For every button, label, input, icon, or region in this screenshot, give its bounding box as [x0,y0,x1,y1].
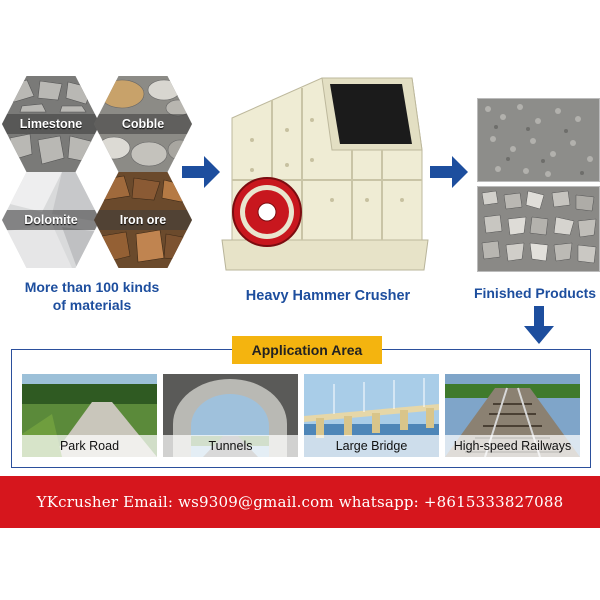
machine-caption: Heavy Hammer Crusher [245,288,411,304]
materials-caption-line2: of materials [52,297,132,313]
application-label: Park Road [22,435,157,457]
material-label: Dolomite [2,210,100,230]
fine-gravel-image [477,98,600,182]
material-tile-cobble: Cobble [94,76,192,172]
coarse-gravel-image [477,186,600,272]
contact-banner: YKcrusher Email: ws9309@gmail.com whatsa… [0,476,600,528]
material-label: Limestone [2,114,100,134]
products-caption: Finished Products [473,285,597,301]
hammer-crusher-image [221,77,429,271]
arrow-down-icon [524,306,554,344]
material-tile-dolomite: Dolomite [2,172,100,268]
material-label: Cobble [94,114,192,134]
application-tile-park-road: Park Road [22,374,157,457]
material-tile-limestone: Limestone [2,76,100,172]
application-label: Tunnels [163,435,298,457]
application-label: Large Bridge [304,435,439,457]
application-label: High-speed Railways [445,435,580,457]
materials-caption: More than 100 kinds of materials [4,278,180,314]
application-tile-tunnels: Tunnels [163,374,298,457]
contact-text: YKcrusher Email: ws9309@gmail.com whatsa… [36,493,564,511]
application-tile-large-bridge: Large Bridge [304,374,439,457]
arrow-right-icon [182,156,220,188]
application-area-title: Application Area [232,336,382,364]
materials-caption-line1: More than 100 kinds [24,279,160,295]
application-tile-railways: High-speed Railways [445,374,580,457]
material-tile-iron-ore: Iron ore [94,172,192,268]
arrow-right-icon [430,156,468,188]
material-label: Iron ore [94,210,192,230]
